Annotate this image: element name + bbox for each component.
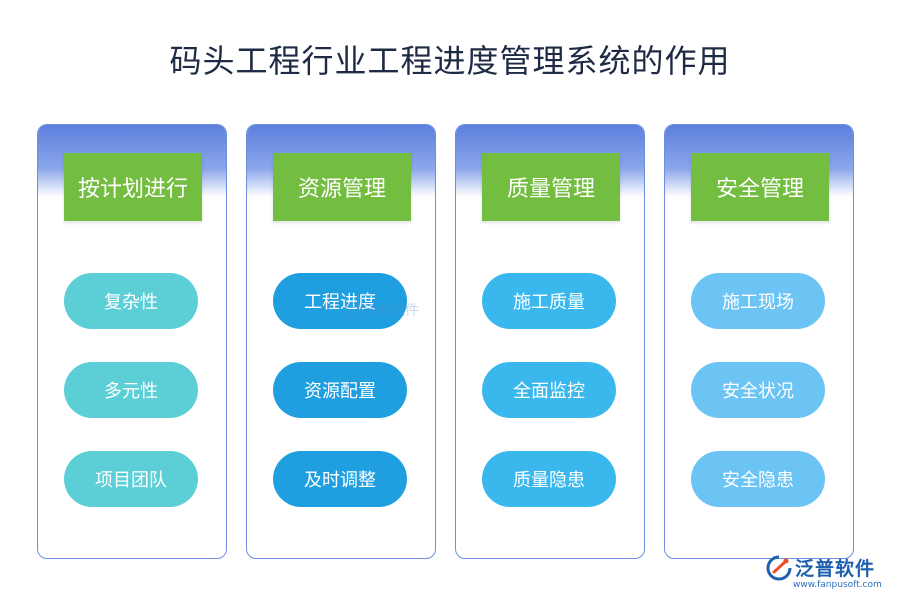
item-pill: 质量隐患 bbox=[482, 451, 616, 507]
column-header: 质量管理 bbox=[482, 153, 620, 221]
logo-name: 泛普软件 bbox=[795, 558, 876, 580]
column-card-resource: 资源管理 工程进度 资源配置 及时调整 bbox=[246, 124, 436, 559]
item-pill: 多元性 bbox=[64, 362, 198, 418]
item-pill: 复杂性 bbox=[64, 273, 198, 329]
column-card-plan: 按计划进行 复杂性 多元性 项目团队 bbox=[37, 124, 227, 559]
item-pill: 安全隐患 bbox=[691, 451, 825, 507]
item-pill: 工程进度 bbox=[273, 273, 407, 329]
company-logo: 泛普软件 www.fanpusoft.com bbox=[765, 552, 895, 596]
item-pill: 安全状况 bbox=[691, 362, 825, 418]
column-card-quality: 质量管理 施工质量 全面监控 质量隐患 bbox=[455, 124, 645, 559]
logo-url: www.fanpusoft.com bbox=[793, 580, 882, 590]
diagram-title: 码头工程行业工程进度管理系统的作用 bbox=[169, 42, 731, 80]
item-pill: 及时调整 bbox=[273, 451, 407, 507]
column-header: 按计划进行 bbox=[64, 153, 202, 221]
item-pill: 施工质量 bbox=[482, 273, 616, 329]
logo-swirl-icon bbox=[766, 555, 792, 581]
column-header: 资源管理 bbox=[273, 153, 411, 221]
column-header: 安全管理 bbox=[691, 153, 829, 221]
item-pill: 项目团队 bbox=[64, 451, 198, 507]
item-pill: 全面监控 bbox=[482, 362, 616, 418]
item-pill: 资源配置 bbox=[273, 362, 407, 418]
item-pill: 施工现场 bbox=[691, 273, 825, 329]
column-card-safety: 安全管理 施工现场 安全状况 安全隐患 bbox=[664, 124, 854, 559]
